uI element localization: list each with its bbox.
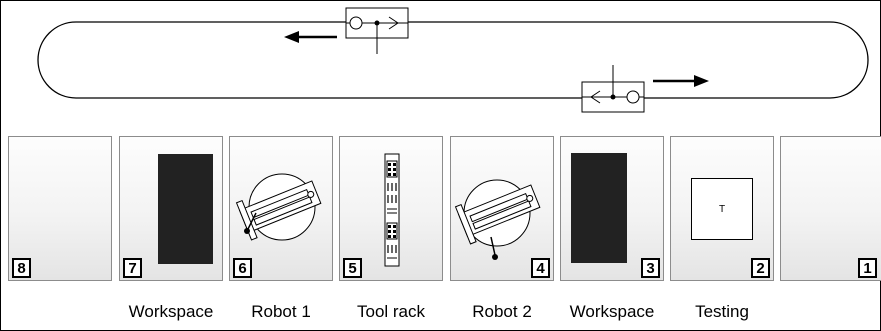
carrier-top[interactable]	[345, 7, 409, 54]
station-label: Robot 1	[251, 302, 311, 321]
station-5[interactable]: 5	[339, 136, 443, 281]
station-number: 8	[12, 258, 31, 278]
station-4[interactable]: 4	[450, 136, 554, 281]
carrier-bottom[interactable]	[581, 65, 645, 113]
station-label: Workspace	[569, 302, 655, 321]
station-label: Testing	[695, 302, 749, 321]
station-8[interactable]: 8	[8, 136, 112, 281]
testing-box: T	[691, 178, 753, 240]
station-number: 4	[531, 258, 550, 278]
robot-arm-icon	[454, 179, 541, 260]
station-6[interactable]: 6	[229, 136, 333, 281]
station-7[interactable]: 7	[119, 136, 223, 281]
station-number: 1	[858, 258, 877, 278]
station-label: Tool rack	[356, 302, 426, 321]
workspace-block	[571, 153, 627, 263]
robot-arm-icon	[235, 173, 322, 241]
station-1[interactable]: 1	[780, 136, 881, 281]
workspace-block	[158, 154, 213, 264]
station-3[interactable]: 3	[560, 136, 664, 281]
arrow-left-icon	[284, 31, 337, 43]
station-label: Robot 2	[472, 302, 532, 321]
tool-rack-icon	[384, 153, 400, 267]
station-label: Workspace	[128, 302, 214, 321]
station-number: 2	[751, 258, 770, 278]
station-2[interactable]: T 2	[670, 136, 774, 281]
station-number: 6	[233, 258, 252, 278]
arrow-right-icon	[653, 75, 709, 87]
station-number: 3	[641, 258, 660, 278]
conveyor-track	[37, 21, 869, 99]
station-number: 5	[343, 258, 362, 278]
station-number: 7	[123, 258, 142, 278]
